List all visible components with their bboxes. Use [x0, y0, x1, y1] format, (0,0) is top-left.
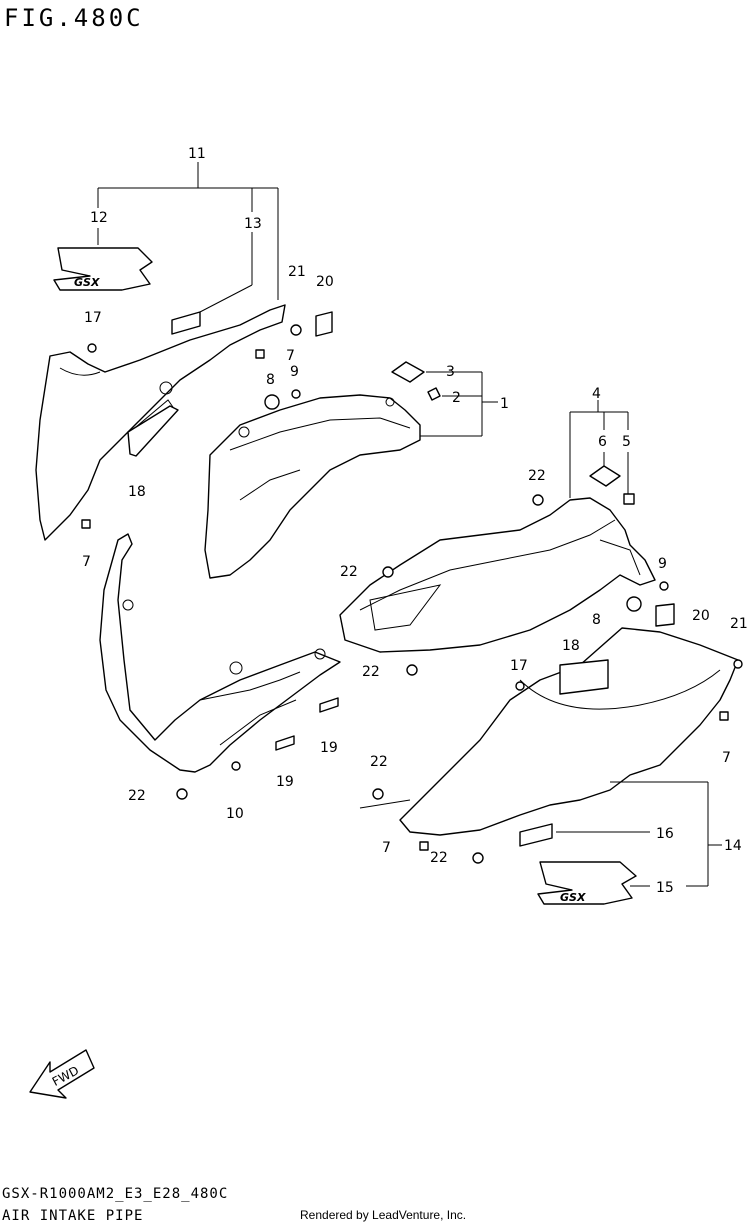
callout-6: 6 [598, 434, 607, 450]
bracket-14 [556, 781, 722, 887]
figure-subtitle: AIR INTAKE PIPE [2, 1208, 144, 1224]
sticker-18-left [127, 405, 179, 457]
right-lower-fairing [399, 627, 739, 836]
figure-title: FIG.480C [4, 4, 144, 32]
fasteners [81, 324, 743, 864]
gsxr-emblem-12: GSX [53, 247, 153, 291]
callout-20: 20 [692, 608, 710, 624]
callout-9: 9 [658, 556, 667, 572]
bracket-11 [97, 162, 279, 313]
emblem-text-12: GSX [74, 276, 100, 289]
callout-13: 13 [244, 216, 262, 232]
callout-1: 1 [500, 396, 509, 412]
sticker-19-a [319, 697, 339, 713]
callout-22: 22 [370, 754, 388, 770]
callout-17: 17 [84, 310, 102, 326]
callout-7: 7 [382, 840, 391, 856]
callout-3: 3 [446, 364, 455, 380]
callout-22: 22 [430, 850, 448, 866]
sticker-2 [427, 387, 441, 401]
sticker-20-right [655, 603, 675, 627]
callout-22: 22 [362, 664, 380, 680]
callout-17: 17 [510, 658, 528, 674]
callout-22: 22 [528, 468, 546, 484]
callout-16: 16 [656, 826, 674, 842]
callout-12: 12 [90, 210, 108, 226]
callout-4: 4 [592, 386, 601, 402]
callout-20: 20 [316, 274, 334, 290]
callout-8: 8 [266, 372, 275, 388]
callout-11: 11 [188, 146, 206, 162]
sticker-6 [589, 465, 621, 487]
callout-21: 21 [730, 616, 748, 632]
callout-8: 8 [592, 612, 601, 628]
callout-10: 10 [226, 806, 244, 822]
left-intake-cover [35, 304, 286, 541]
sticker-3 [391, 361, 425, 383]
callout-7: 7 [82, 554, 91, 570]
callout-22: 22 [128, 788, 146, 804]
sticker-5 [623, 493, 635, 505]
left-lower-duct [99, 533, 341, 773]
sticker-18-right [559, 659, 609, 695]
callout-19: 19 [276, 774, 294, 790]
sticker-19-b [275, 735, 295, 751]
callout-19: 19 [320, 740, 338, 756]
bracket-1 [420, 371, 498, 437]
gsxr-emblem-15: GSX [537, 861, 637, 905]
callout-18: 18 [128, 484, 146, 500]
bracket-4 [569, 400, 629, 498]
callout-15: 15 [656, 880, 674, 896]
figure-code: GSX-R1000AM2_E3_E28_480C [2, 1186, 229, 1202]
callout-7: 7 [286, 348, 295, 364]
callout-9: 9 [290, 364, 299, 380]
callout-18: 18 [562, 638, 580, 654]
callout-21: 21 [288, 264, 306, 280]
sticker-16 [519, 823, 553, 847]
callout-22: 22 [340, 564, 358, 580]
sticker-20-left [315, 311, 333, 337]
emblem-text-15: GSX [560, 891, 586, 904]
callout-14: 14 [724, 838, 742, 854]
callout-5: 5 [622, 434, 631, 450]
render-credit: Rendered by LeadVenture, Inc. [300, 1208, 467, 1222]
center-air-duct [204, 394, 421, 579]
callout-2: 2 [452, 390, 461, 406]
sticker-13 [171, 311, 201, 335]
fwd-arrow-icon: FWD [29, 1049, 95, 1099]
callout-7: 7 [722, 750, 731, 766]
